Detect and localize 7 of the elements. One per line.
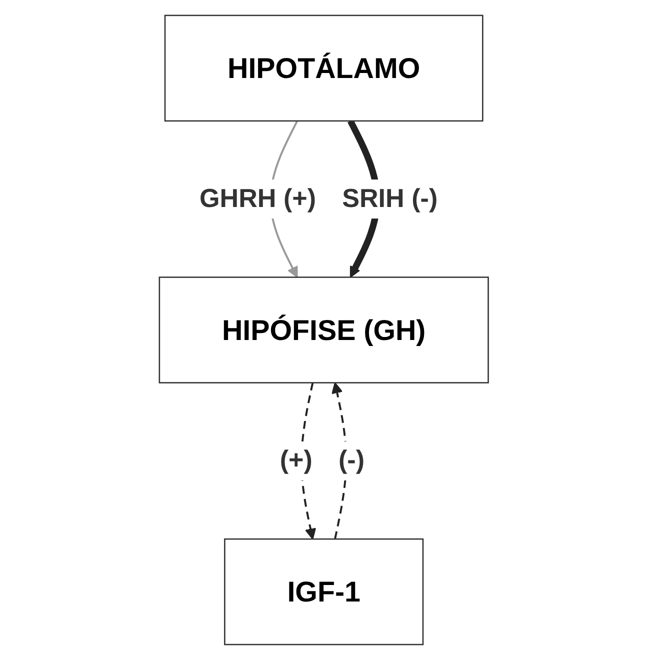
node-box: IGF-1 — [224, 538, 424, 646]
edge-label: SRIH (-) — [342, 184, 438, 214]
edge-label: (+) — [280, 446, 313, 476]
edge-label: GHRH (+) — [200, 184, 316, 214]
edge-label: (-) — [338, 446, 365, 476]
node-box: HIPOTÁLAMO — [164, 14, 484, 122]
node-box: HIPÓFISE (GH) — [158, 276, 490, 384]
